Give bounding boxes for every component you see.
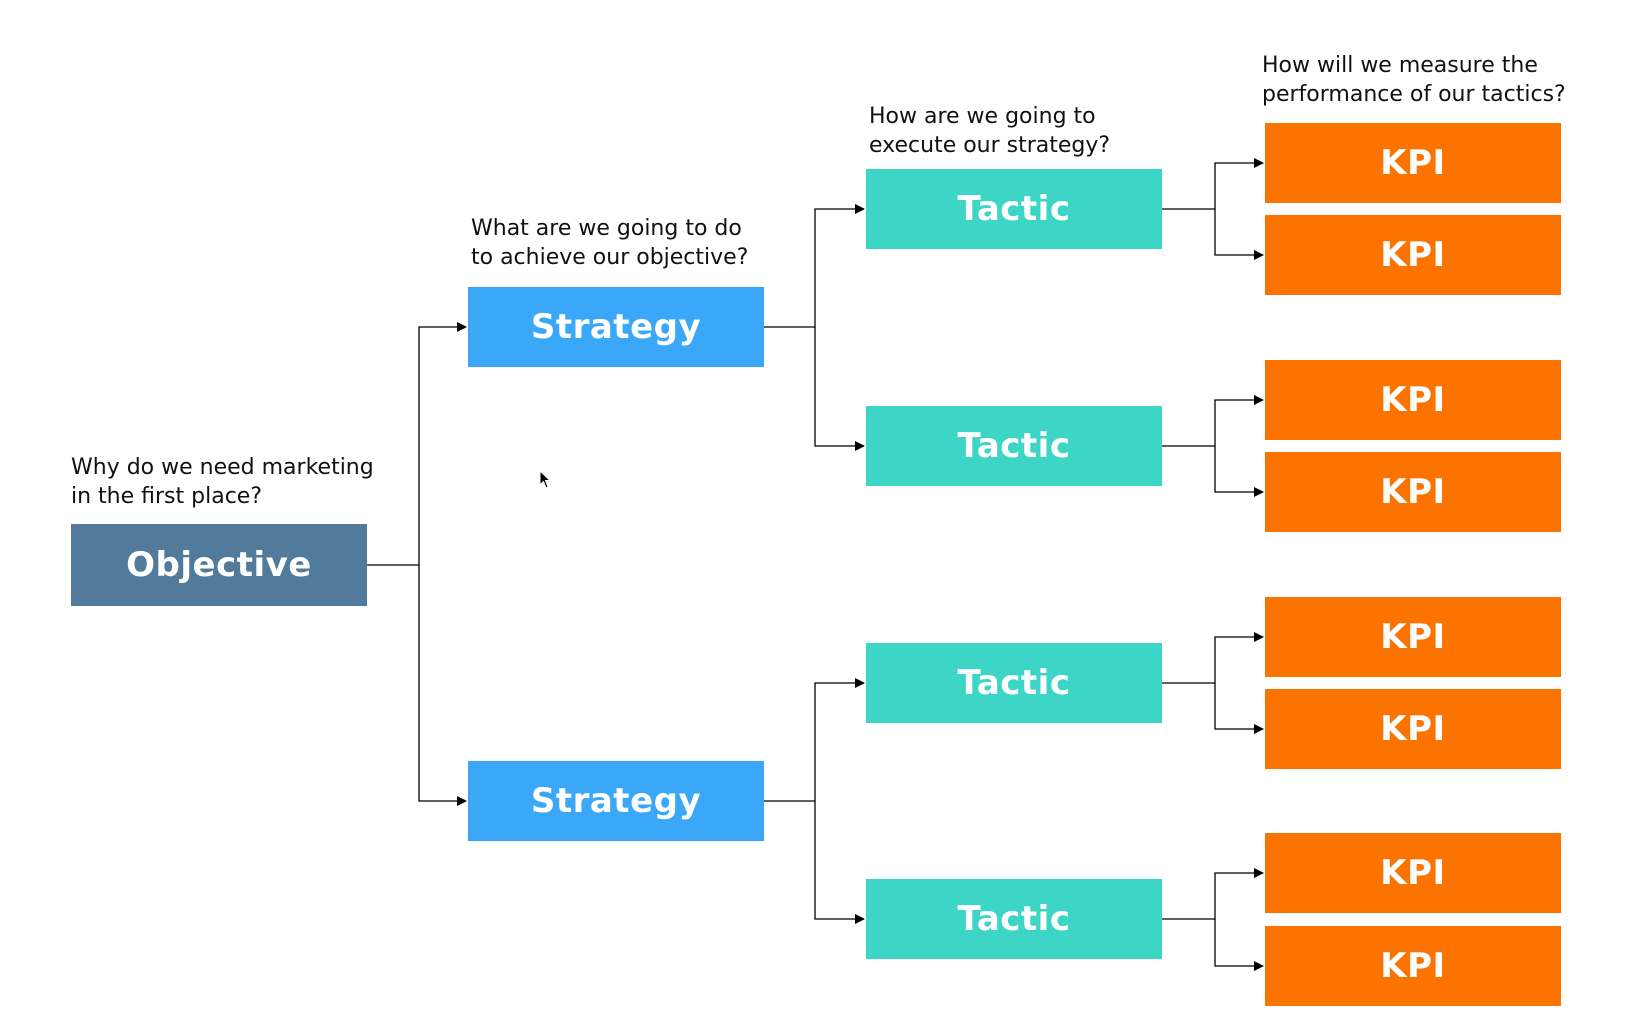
connector-tactic4-kpi-7	[1162, 868, 1264, 920]
connector-tactic2-kpi-4	[1214, 446, 1264, 497]
objective-box: Objective	[71, 524, 367, 606]
tactic-box-1: Tactic	[866, 169, 1162, 249]
kpi-question-line-2: performance of our tactics?	[1262, 82, 1566, 107]
connector-strategy2-tactic-3	[764, 678, 865, 802]
tactic-box-4: Tactic	[866, 879, 1162, 959]
tactic-question: How are we going to execute our strategy…	[869, 102, 1110, 160]
kpi-box-1: KPI	[1265, 123, 1561, 203]
kpi-question: How will we measure the performance of o…	[1262, 51, 1566, 109]
kpi-box-7: KPI	[1265, 833, 1561, 913]
kpi-box-4: KPI	[1265, 452, 1561, 532]
tactic-box-2: Tactic	[866, 406, 1162, 486]
connector-strategy1-tactic-2	[814, 327, 865, 451]
connector-tactic1-kpi-1	[1162, 158, 1264, 210]
connector-tactic2-kpi-3	[1162, 395, 1264, 447]
objective-question-line-2: in the first place?	[71, 484, 262, 509]
strategy-question: What are we going to do to achieve our o…	[471, 214, 748, 272]
tactic-question-line-2: execute our strategy?	[869, 133, 1111, 158]
kpi-box-2: KPI	[1265, 215, 1561, 295]
connector-objective-strategy-2	[418, 565, 467, 806]
strategy-question-line-2: to achieve our objective?	[471, 245, 749, 270]
connector-strategy1-tactic-1	[764, 204, 865, 328]
tactic-question-line-1: How are we going to	[869, 104, 1096, 129]
kpi-box-8: KPI	[1265, 926, 1561, 1006]
connector-tactic4-kpi-8	[1214, 919, 1264, 971]
strategy-question-line-1: What are we going to do	[471, 216, 742, 241]
kpi-box-3: KPI	[1265, 360, 1561, 440]
connector-objective-strategy-1	[367, 322, 467, 566]
tactic-box-3: Tactic	[866, 643, 1162, 723]
connector-tactic1-kpi-2	[1214, 209, 1264, 260]
objective-question-line-1: Why do we need marketing	[71, 455, 374, 480]
objective-question: Why do we need marketing in the first pl…	[71, 453, 374, 511]
mouse-cursor-icon	[539, 470, 552, 489]
strategy-box-2: Strategy	[468, 761, 764, 841]
kpi-box-5: KPI	[1265, 597, 1561, 677]
kpi-box-6: KPI	[1265, 689, 1561, 769]
kpi-question-line-1: How will we measure the	[1262, 53, 1538, 78]
strategy-box-1: Strategy	[468, 287, 764, 367]
connector-tactic3-kpi-5	[1162, 632, 1264, 684]
connector-strategy2-tactic-4	[814, 801, 865, 924]
connector-tactic3-kpi-6	[1214, 683, 1264, 734]
